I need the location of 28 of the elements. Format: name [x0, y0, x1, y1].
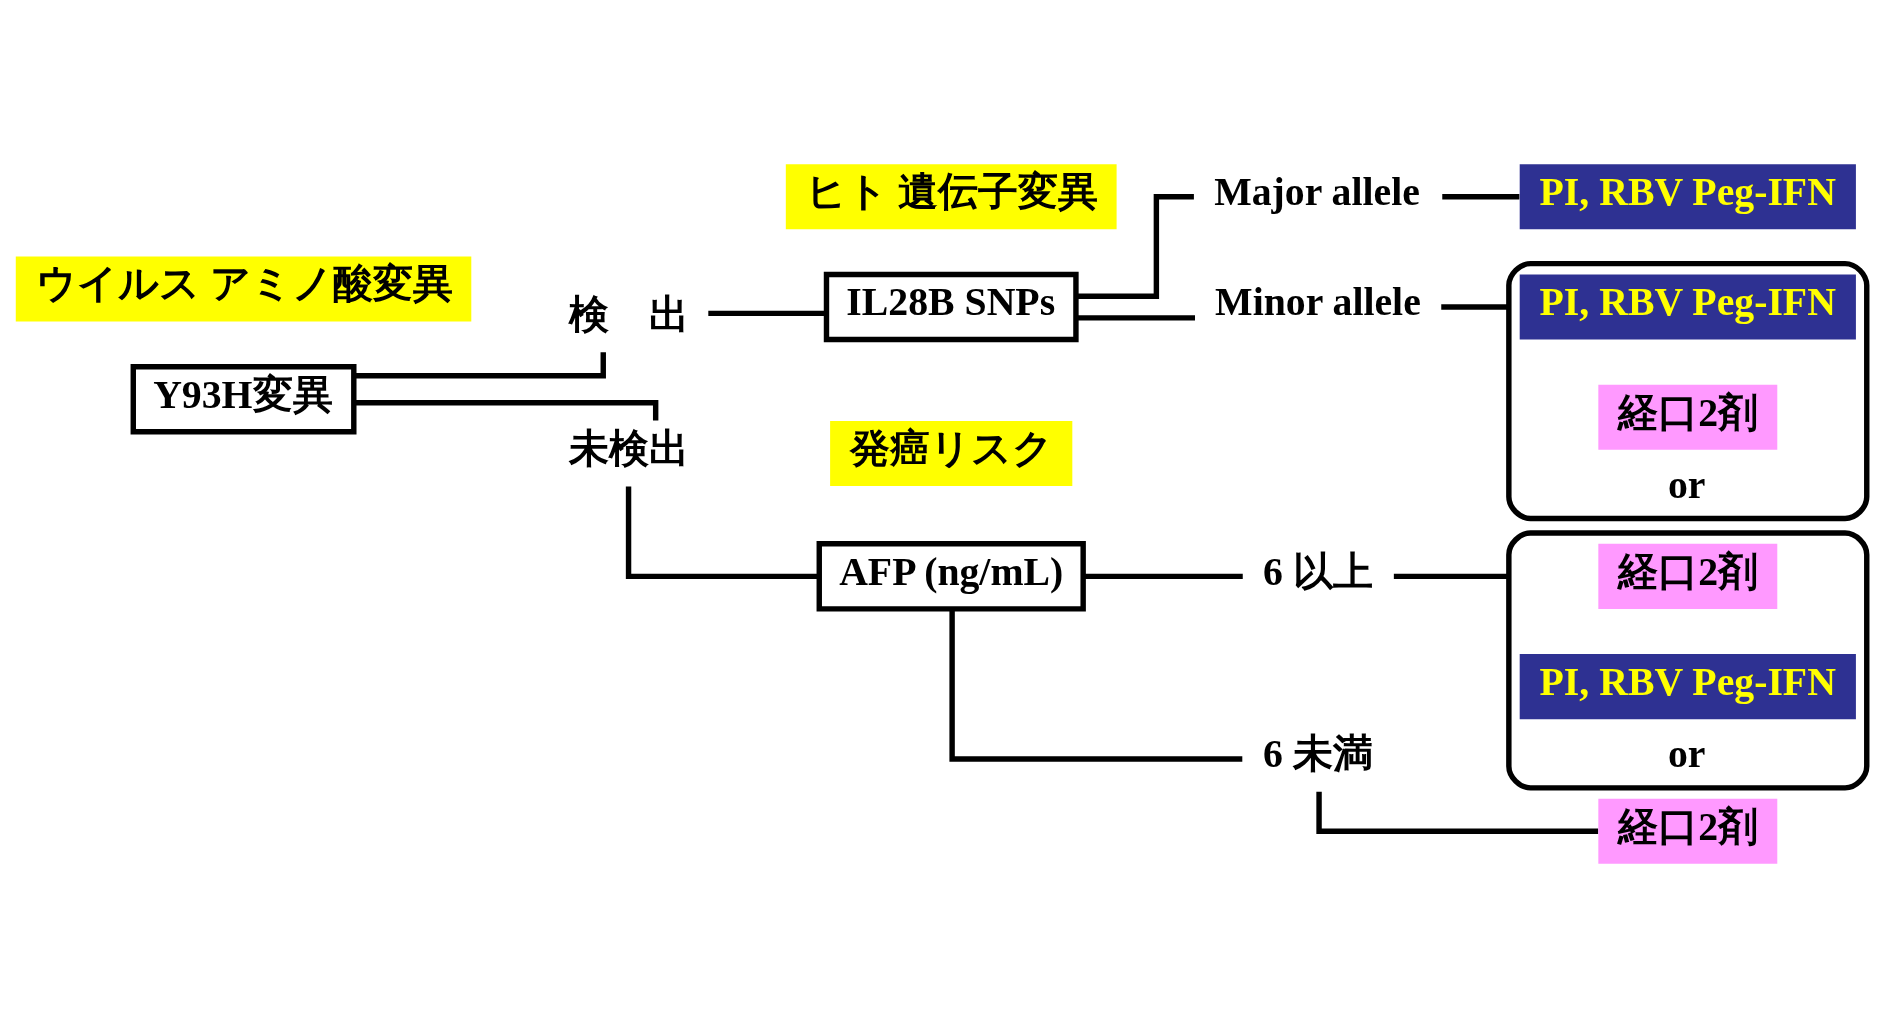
connector	[1441, 304, 1509, 310]
node-text: 未検出	[568, 426, 689, 471]
node-box: 経口2剤	[1598, 543, 1778, 609]
node-text: 6 以上	[1263, 549, 1373, 594]
node-text: 検 出	[568, 293, 689, 337]
connector	[353, 352, 606, 379]
node-box: PI, RBV Peg-IFN	[1519, 164, 1856, 230]
connector	[1442, 194, 1520, 200]
connector	[708, 310, 826, 317]
node-box: IL28B SNPs	[823, 271, 1079, 343]
node-box: AFP (ng/mL)	[816, 541, 1086, 612]
connector	[625, 486, 820, 580]
node-box: PI, RBV Peg-IFN	[1519, 654, 1856, 720]
node-text: 6 未満	[1263, 732, 1373, 777]
node-box: 経口2剤	[1598, 798, 1778, 864]
connector	[949, 609, 1243, 762]
node-box: PI, RBV Peg-IFN	[1519, 274, 1856, 340]
node-box: 経口2剤	[1598, 384, 1778, 450]
node-text: Minor allele	[1215, 280, 1421, 325]
node-box: Y93H変異	[130, 363, 357, 435]
connector	[1393, 573, 1509, 580]
connector	[1083, 573, 1243, 580]
connector	[1316, 791, 1599, 834]
connector	[1075, 315, 1195, 321]
node-text: Major allele	[1214, 170, 1420, 215]
node-box: ウイルス アミノ酸変異	[15, 256, 472, 322]
node-box: ヒト 遺伝子変異	[785, 164, 1117, 230]
node-box: 発癌リスク	[830, 420, 1073, 486]
